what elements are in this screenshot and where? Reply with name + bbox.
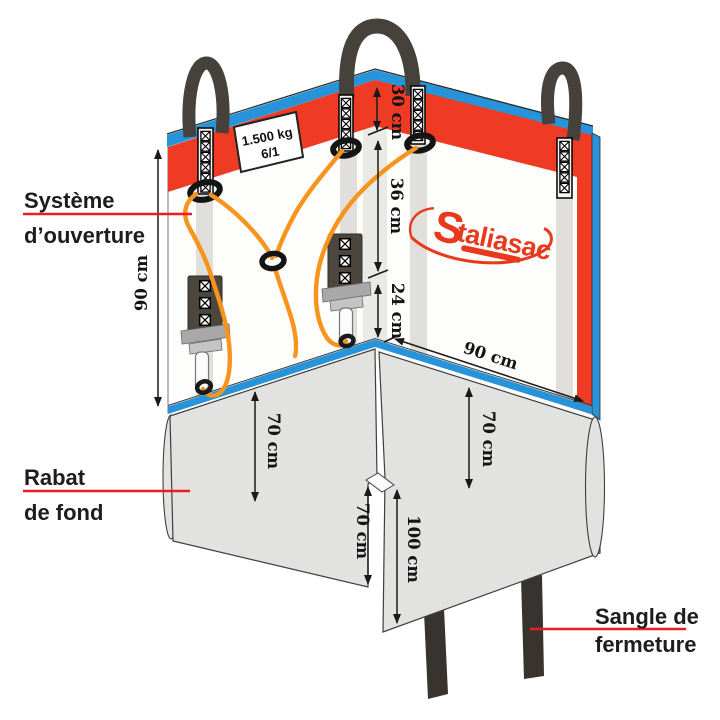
corner-seam-straps <box>187 85 573 203</box>
lifting-loop-center <box>339 18 421 100</box>
face-strap <box>556 198 573 408</box>
seam-strap <box>197 127 214 195</box>
dim-label-70-left: 70 cm <box>264 413 283 470</box>
closing-strap <box>521 575 544 679</box>
brand-logo: S taliasac <box>409 201 554 266</box>
dim-tick <box>367 269 389 279</box>
top-trim-blue-right <box>375 70 593 137</box>
dimension-labels: 90 cm 30 cm 36 cm 24 cm 90 cm 70 cm 70 c… <box>132 84 521 583</box>
dim-label-36: 36 cm <box>387 178 406 235</box>
rope-ring <box>187 179 223 203</box>
skirt-fold-right <box>584 416 606 558</box>
logo-swoosh <box>410 227 553 265</box>
rope-strand <box>272 265 299 359</box>
dim-label-70-center: 70 cm <box>353 503 372 560</box>
label-closing-strap-1: Sangle de <box>595 604 699 629</box>
rope-hook <box>338 333 356 349</box>
dim-tick <box>383 336 396 343</box>
label-closing-strap-2: fermeture <box>595 632 696 657</box>
dim-label-90-left: 90 cm <box>132 254 151 311</box>
dim-label-100: 100 cm <box>404 515 423 583</box>
label-opening-system-1: Système <box>24 188 115 213</box>
dim-label-70-right: 70 cm <box>479 411 498 468</box>
lifting-loops <box>182 18 583 141</box>
bottom-skirt <box>162 348 606 633</box>
rope-strand <box>183 191 233 398</box>
dim-label-24: 24 cm <box>388 283 407 340</box>
lifting-loop-right <box>541 61 583 141</box>
label-opening-system-2: d’ouverture <box>24 223 145 248</box>
closing-strap <box>424 608 448 699</box>
capacity-tag-line2: 6/1 <box>260 143 281 161</box>
corner-seam-strip <box>363 126 387 344</box>
lifting-loop-left <box>182 56 230 138</box>
closing-straps <box>424 575 544 699</box>
top-outline <box>166 68 594 135</box>
dim-tick <box>367 126 389 136</box>
label-bottom-flap-2: de fond <box>24 500 103 525</box>
dim-label-30: 30 cm <box>388 84 407 141</box>
callouts: Système d’ouverture Rabat de fond Sangle… <box>23 188 699 657</box>
skirt-corner-gap <box>365 472 395 493</box>
logo-tagline-bar <box>461 245 521 263</box>
dim-arrow-90-diagonal <box>394 338 584 402</box>
seam-strap <box>556 137 573 199</box>
logo-swoosh-left <box>409 206 435 238</box>
rope-hook <box>194 379 214 395</box>
label-bottom-flap-1: Rabat <box>24 465 86 490</box>
skirt-left-panel <box>169 348 378 588</box>
seam-strap <box>410 85 426 145</box>
dimension-lines <box>154 87 584 624</box>
rope-o-ring <box>259 250 287 272</box>
rope-strand <box>273 148 345 259</box>
band-red-right <box>375 80 592 414</box>
capacity-tag-card <box>232 110 305 174</box>
rope-ring <box>330 137 362 159</box>
capacity-tag: 1.500 kg 6/1 <box>232 110 305 174</box>
edge-trim-blue-right <box>591 132 601 421</box>
seam-strap <box>338 94 354 152</box>
rope-ring <box>404 132 436 154</box>
face-strap <box>410 144 427 363</box>
clamp-right <box>321 233 372 345</box>
